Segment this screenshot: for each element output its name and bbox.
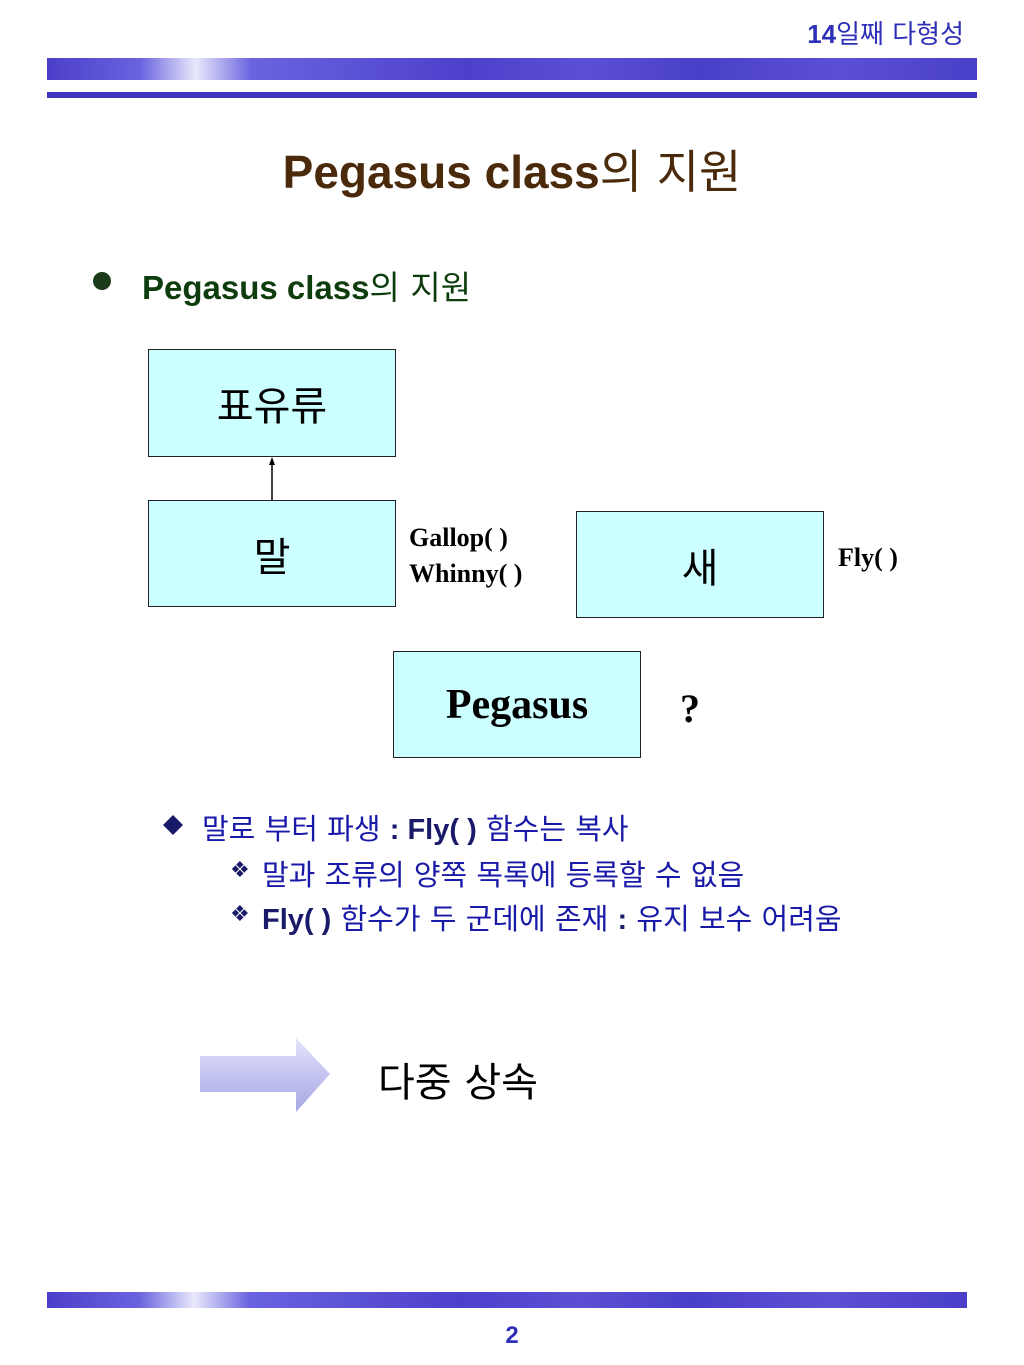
horse-method-whinny: Whinny( ) bbox=[409, 559, 523, 588]
bullet-heading-ko: 의 지원 bbox=[369, 268, 472, 307]
sub-bullet-maintenance-colon: : bbox=[617, 904, 628, 936]
chapter-number: 14 bbox=[807, 19, 837, 49]
header-band bbox=[47, 58, 977, 80]
page-title-en: Pegasus class bbox=[282, 146, 600, 198]
bird-method-fly: Fly( ) bbox=[838, 543, 898, 572]
right-arrow-icon bbox=[200, 1038, 330, 1112]
class-box-horse: 말 bbox=[148, 500, 396, 607]
page-title: Pegasus class의 지원 bbox=[0, 136, 1024, 202]
bullet-heading-en: Pegasus class bbox=[142, 269, 370, 306]
class-box-bird: 새 bbox=[576, 511, 824, 618]
sub-bullet-derive-post: 함수는 복사 bbox=[476, 812, 629, 846]
bullet-dot-icon bbox=[93, 272, 111, 290]
class-box-mammal: 표유류 bbox=[148, 349, 396, 457]
chapter-title: 일째 다형성 bbox=[836, 20, 964, 50]
question-mark: ? bbox=[680, 686, 700, 731]
sub-bullet-maintenance-post: 유지 보수 어려움 bbox=[627, 902, 842, 936]
inheritance-arrow-icon bbox=[269, 457, 275, 500]
footer-band bbox=[47, 1292, 967, 1308]
bullet-heading: Pegasus class의 지원 bbox=[142, 261, 471, 309]
sub-bullet-maintenance-mid: 함수가 두 군데에 존재 bbox=[331, 902, 618, 936]
horse-method-gallop: Gallop( ) bbox=[409, 523, 508, 552]
sub-bullet-derive-bold: : Fly( ) bbox=[389, 814, 477, 846]
sub-bullet-maintenance: Fly( ) 함수가 두 군데에 존재 : 유지 보수 어려움 bbox=[262, 896, 842, 938]
conclusion-text: 다중 상속 bbox=[378, 1060, 538, 1106]
page-number: 2 bbox=[505, 1322, 519, 1349]
sub-bullet-derive: 말로 부터 파생 : Fly( ) 함수는 복사 bbox=[202, 806, 629, 848]
page-title-ko: 의 지원 bbox=[599, 145, 742, 199]
clover-bullet-icon: ❖ bbox=[230, 902, 250, 927]
sub-bullet-maintenance-bold: Fly( ) bbox=[262, 904, 332, 936]
diamond-bullet-icon bbox=[163, 815, 183, 835]
header-divider bbox=[47, 92, 977, 98]
clover-bullet-icon: ❖ bbox=[230, 858, 250, 883]
sub-bullet-registration: 말과 조류의 양쪽 목록에 등록할 수 없음 bbox=[262, 858, 745, 892]
sub-bullet-derive-pre: 말로 부터 파생 bbox=[202, 812, 390, 846]
class-box-pegasus: Pegasus bbox=[393, 651, 641, 758]
chapter-label: 14일째 다형성 bbox=[807, 14, 964, 51]
